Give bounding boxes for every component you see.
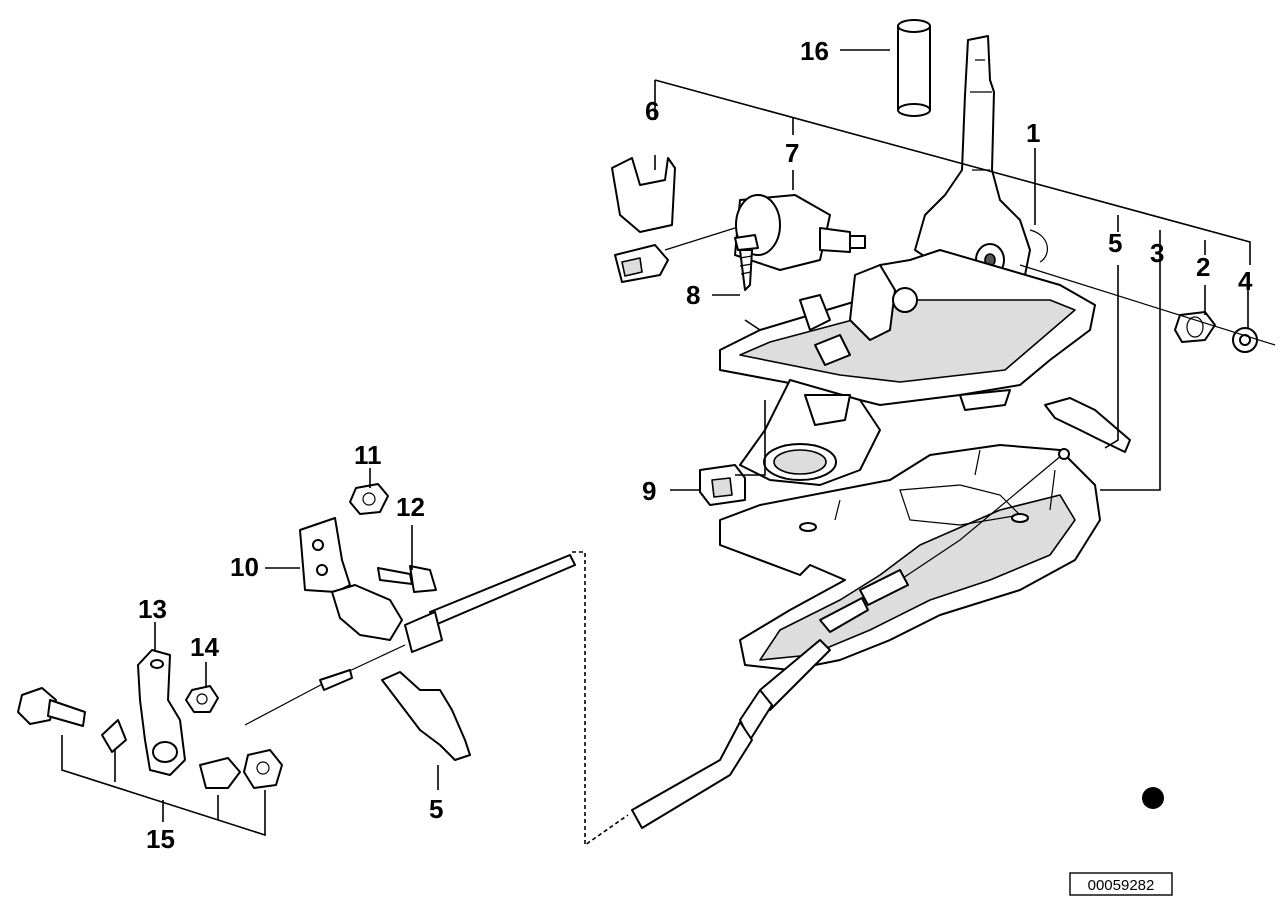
part-15-bolt-set — [17, 687, 283, 789]
callout-10: 10 — [230, 552, 259, 582]
part-housing-bracket — [739, 379, 881, 486]
part-7-solenoid — [664, 194, 866, 271]
part-13-lever — [137, 649, 186, 776]
part-6-bracket-connector — [611, 157, 676, 283]
callout-16: 16 — [800, 36, 829, 66]
callout-labels: 16 6 7 1 5 3 2 4 8 9 11 12 10 13 14 15 5 — [138, 36, 1253, 854]
callout-7: 7 — [785, 138, 799, 168]
callout-11: 11 — [354, 440, 382, 470]
callout-2: 2 — [1196, 252, 1210, 282]
callout-6: 6 — [645, 96, 659, 126]
part-5-lock-upper — [1044, 397, 1131, 453]
reference-number-box: 00059282 — [1069, 872, 1173, 896]
callout-5-upper: 5 — [1108, 228, 1122, 258]
part-12-bolt — [377, 565, 437, 593]
callout-12: 12 — [396, 492, 425, 522]
part-upper-housing — [719, 249, 1096, 411]
part-10-bracket — [299, 517, 403, 641]
callout-9: 9 — [642, 476, 656, 506]
leader-lines — [61, 49, 1251, 847]
indicator-dot — [1142, 787, 1164, 809]
callout-8: 8 — [686, 280, 700, 310]
callout-5-lower: 5 — [429, 794, 443, 824]
callout-1: 1 — [1026, 118, 1040, 148]
callout-15: 15 — [146, 824, 175, 854]
callout-14: 14 — [190, 632, 219, 662]
part-5-lock-lower — [381, 671, 471, 761]
part-9-clip — [699, 464, 746, 506]
callout-13: 13 — [138, 594, 167, 624]
part-left-cable-rod — [244, 554, 576, 726]
part-11-nut — [349, 483, 389, 515]
part-16-lever-sleeve — [897, 19, 931, 117]
part-shift-cable — [631, 448, 1070, 829]
part-14-nut — [185, 685, 219, 713]
part-8-screw — [734, 234, 759, 291]
callout-3: 3 — [1150, 238, 1164, 268]
reference-number: 00059282 — [1088, 877, 1155, 894]
part-4-retaining-clip — [1232, 327, 1258, 353]
part-2-bushing — [1174, 311, 1216, 343]
axis-line-right — [1019, 264, 1276, 346]
callout-4: 4 — [1238, 266, 1253, 296]
